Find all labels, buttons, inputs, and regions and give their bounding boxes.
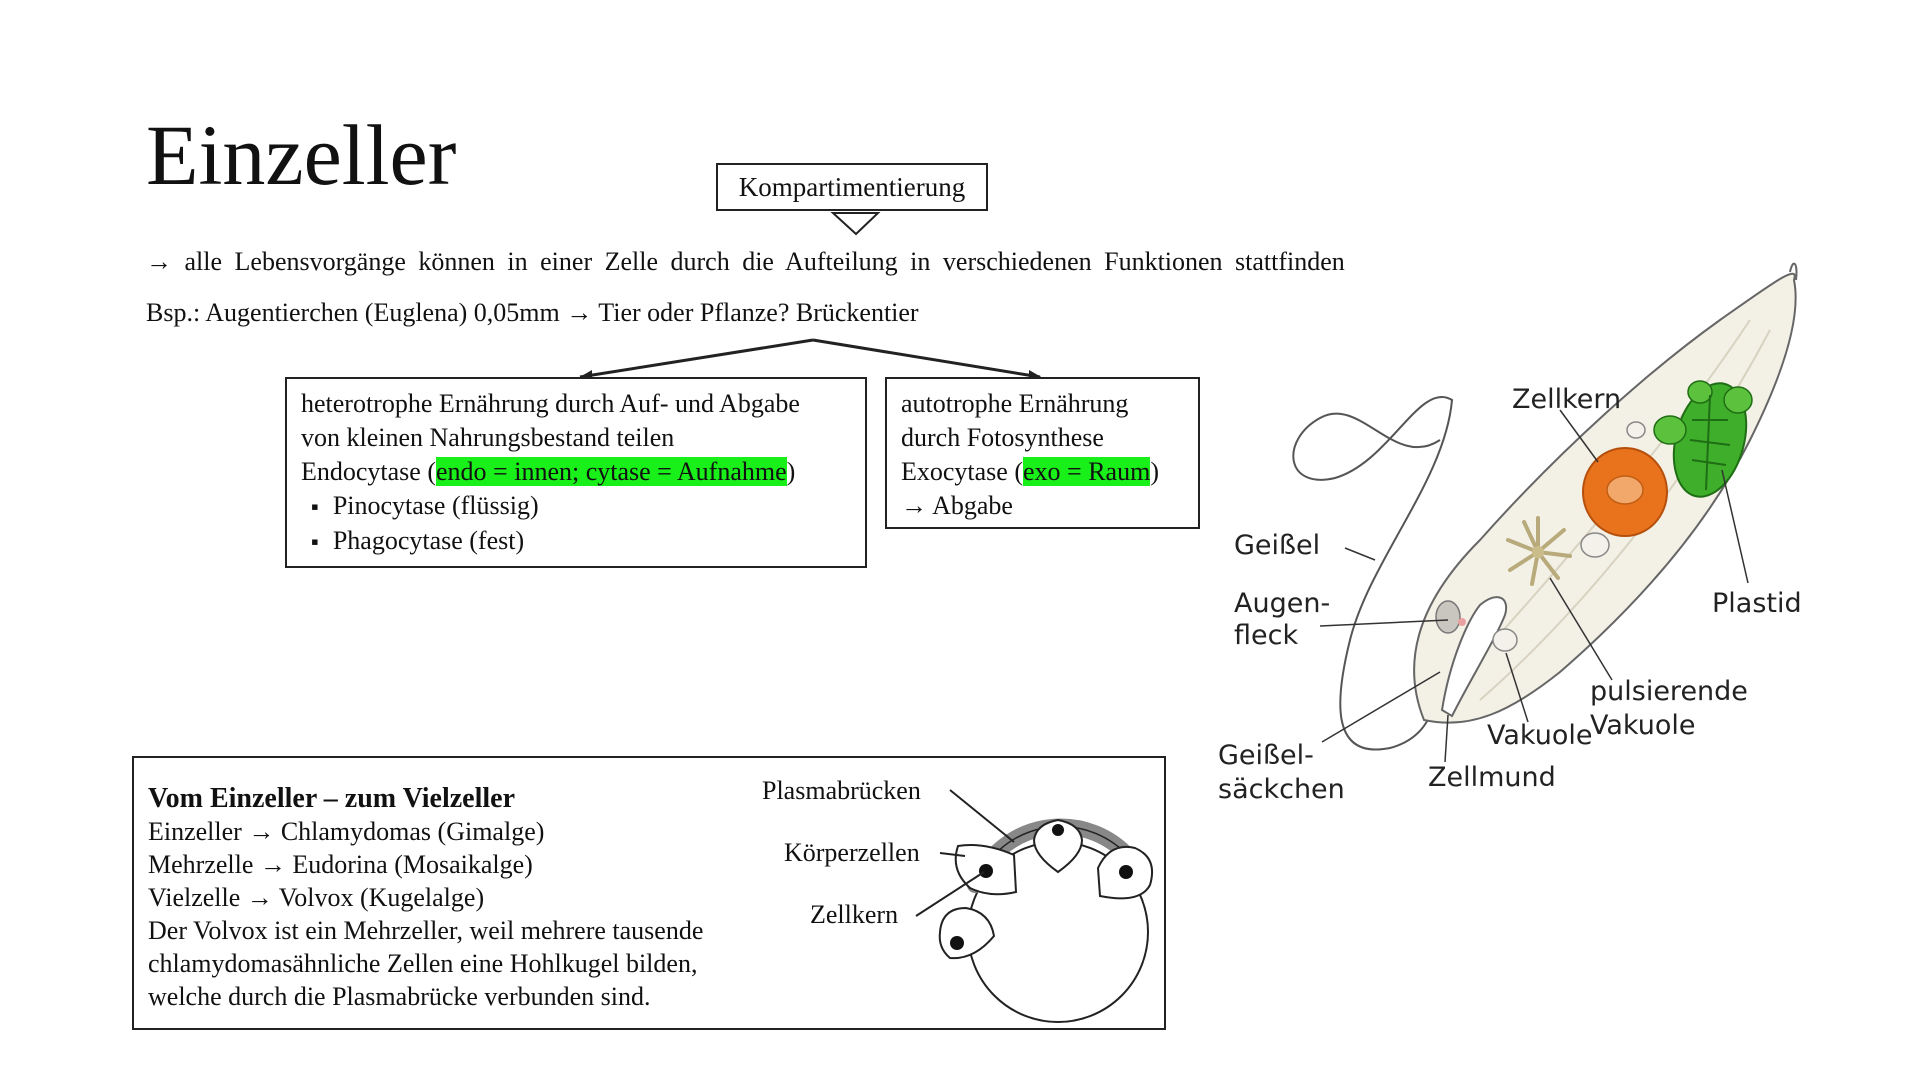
pulsierende-vakuole-icon: [1506, 516, 1572, 586]
autotroph-line-2: durch Fotosynthese: [901, 423, 1104, 452]
volvox-line-4: Der Volvox ist ein Mehrzeller, weil mehr…: [148, 916, 704, 945]
example-line: Bsp.: Augentierchen (Euglena) 0,05mm → T…: [146, 298, 919, 327]
pointer-vakuole: [1505, 652, 1529, 723]
eyespot-icon: [1435, 600, 1461, 634]
heterotroph-box: heterotrophe Ernährung durch Auf- und Ab…: [285, 377, 867, 568]
pointer-zellkern-euglena: [1559, 409, 1599, 463]
nucleolus: [1606, 475, 1644, 505]
endocytase-prefix: Endocytase (: [301, 457, 437, 486]
label-augen: Augen-: [1234, 588, 1331, 619]
body-cell-1: [1032, 818, 1084, 874]
bullet-phagocytase: Phagocytase (fest): [301, 524, 851, 559]
vacuole-small-1: [1580, 532, 1610, 558]
arrow-left-line: [579, 338, 814, 379]
label-vakuole: Vakuole: [1487, 720, 1593, 751]
label-zellkern: Zellkern: [1512, 384, 1622, 415]
label-pulsierende: pulsierende: [1590, 676, 1748, 707]
label-fleck: fleck: [1234, 620, 1299, 651]
body-cell-4: [938, 906, 996, 960]
pointer-zellkern: [915, 871, 985, 917]
pointer-plastid: [1721, 469, 1749, 584]
label-koerperzellen: Körperzellen: [784, 838, 920, 867]
label-vakuole-pulsierend: Vakuole: [1590, 710, 1696, 741]
endocytase-highlight: endo = innen; cytase = Aufnahme: [436, 457, 787, 486]
exocytase-highlight: exo = Raum: [1023, 457, 1151, 486]
label-geissel-1: Geißel-: [1218, 740, 1314, 771]
volvox-line-1: Einzeller → Chlamydomas (Gimalge): [148, 817, 545, 846]
volvox-line-2: Mehrzelle → Eudorina (Mosaikalge): [148, 850, 533, 879]
body-cell-2: [954, 844, 1018, 896]
label-plasmabruecken: Plasmabrücken: [762, 776, 921, 805]
intro-line: → alle Lebensvorgänge können in einer Ze…: [146, 247, 1345, 276]
arrow-right-line: [812, 338, 1041, 379]
body-tip: [1789, 262, 1798, 281]
pointer-plasmabruecken: [949, 789, 1015, 843]
label-zellkern-volvox: Zellkern: [810, 900, 899, 929]
body-cell-3: [1096, 846, 1154, 900]
plastid-icon: [1653, 380, 1753, 498]
pointer-pulsierende-vakuole: [1549, 577, 1613, 681]
volvox-line-6: welche durch die Plasmabrücke verbunden …: [148, 982, 651, 1011]
autotroph-box: autotrophe Ernährung durch Fotosynthese …: [885, 377, 1200, 529]
kompartimentierung-label: Kompartimentierung: [738, 171, 966, 202]
down-arrow-icon: [830, 212, 881, 236]
label-zellmund: Zellmund: [1428, 762, 1556, 793]
eyespot-red: [1458, 618, 1466, 626]
pointer-geissel: [1344, 547, 1376, 561]
vacuole-small-2: [1626, 421, 1646, 439]
cell-nucleus-1: [1052, 824, 1064, 836]
kompartimentierung-box: Kompartimentierung: [716, 163, 988, 211]
pointer-koerperzellen: [939, 852, 966, 857]
volvox-line-5: chlamydomasähnliche Zellen eine Hohlkuge…: [148, 949, 698, 978]
abgabe-line: → Abgabe: [901, 491, 1013, 520]
flagellum: [1292, 396, 1454, 751]
cell-nucleus-2: [979, 864, 993, 878]
page-title: Einzeller: [146, 107, 457, 203]
cell-nucleus-3: [1119, 865, 1133, 879]
cell-nucleus-4: [950, 936, 964, 950]
volvox-box: [132, 756, 1166, 1030]
vakuole-icon: [1492, 628, 1518, 652]
volvox-text: Vom Einzeller – zum Vielzeller Einzeller…: [148, 782, 768, 1013]
pointer-geisselsaeckchen: [1321, 671, 1441, 743]
bullet-pinocytase: Pinocytase (flüssig): [301, 489, 851, 524]
endocytase-line: Endocytase (endo = innen; cytase = Aufna…: [301, 455, 851, 489]
pointer-zellmund: [1444, 714, 1449, 763]
volvox-line-3: Vielzelle → Volvox (Kugelalge): [148, 883, 485, 912]
geisselsaeckchen-shape: [1440, 596, 1508, 718]
exocytase-line: Exocytase (exo = Raum): [901, 455, 1184, 489]
label-plastid: Plastid: [1712, 588, 1802, 619]
label-geissel-2: säckchen: [1218, 774, 1345, 805]
pointer-augenfleck: [1319, 619, 1449, 627]
exocytase-prefix: Exocytase (: [901, 457, 1024, 486]
heterotroph-line-1: heterotrophe Ernährung durch Auf- und Ab…: [301, 389, 800, 418]
autotroph-line-1: autotrophe Ernährung: [901, 389, 1129, 418]
endocytase-suffix: ): [786, 457, 796, 486]
volvox-title: Vom Einzeller – zum Vielzeller: [148, 783, 516, 814]
exocytase-suffix: ): [1150, 457, 1159, 486]
heterotroph-line-2: von kleinen Nahrungsbestand teilen: [301, 423, 675, 452]
label-geissel: Geißel: [1234, 530, 1321, 561]
